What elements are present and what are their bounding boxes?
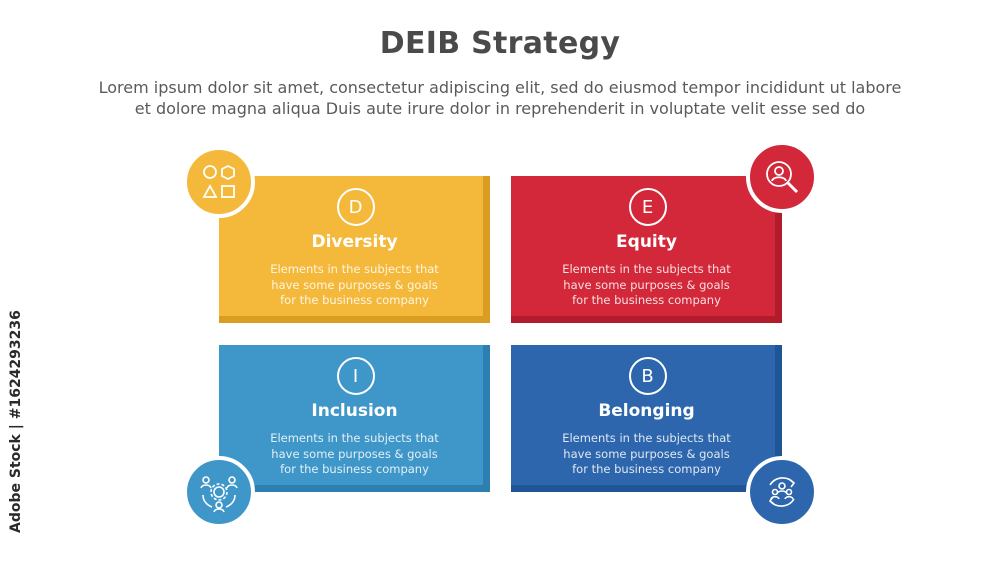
shapes-icon <box>202 164 235 198</box>
letter-circle: E <box>628 188 667 226</box>
card-title: Diversity <box>311 232 398 252</box>
letter-circle: I <box>336 357 375 395</box>
stock-credit: Adobe Stock | #1624293236 <box>8 310 24 533</box>
card-description: Elements in the subjects that have some … <box>562 262 731 307</box>
badge-equity <box>746 141 818 213</box>
subtitle: Lorem ipsum dolor sit amet, consectetur … <box>40 77 960 119</box>
card-title: Inclusion <box>311 401 398 421</box>
card-belonging: B Belonging Elements in the subjects tha… <box>511 345 782 492</box>
page-title: DEIB Strategy <box>379 26 621 61</box>
group-cycle-icon <box>768 477 796 507</box>
card-shade <box>511 316 782 323</box>
people-gear-icon <box>200 476 238 513</box>
card-shade <box>219 485 490 492</box>
card-shade <box>219 316 490 323</box>
card-shade <box>775 345 782 492</box>
card-title: Belonging <box>598 401 695 421</box>
user-search-icon <box>766 161 799 194</box>
card-description: Elements in the subjects that have some … <box>562 431 731 476</box>
badge-diversity <box>183 146 255 218</box>
card-diversity: D Diversity Elements in the subjects tha… <box>219 176 490 323</box>
badge-inclusion <box>183 456 255 528</box>
card-title: Equity <box>616 232 677 252</box>
letter-circle: B <box>628 357 667 395</box>
card-shade <box>483 176 490 323</box>
card-shade <box>511 485 782 492</box>
badge-belonging <box>746 456 818 528</box>
card-shade <box>483 345 490 492</box>
subtitle-line-2: et dolore magna aliqua Duis aute irure d… <box>134 99 866 118</box>
subtitle-line-1: Lorem ipsum dolor sit amet, consectetur … <box>98 78 902 97</box>
card-inclusion: I Inclusion Elements in the subjects tha… <box>219 345 490 492</box>
card-description: Elements in the subjects that have some … <box>270 262 439 307</box>
card-shade <box>775 176 782 323</box>
card-description: Elements in the subjects that have some … <box>270 431 439 476</box>
letter-circle: D <box>336 188 375 226</box>
card-equity: E Equity Elements in the subjects that h… <box>511 176 782 323</box>
